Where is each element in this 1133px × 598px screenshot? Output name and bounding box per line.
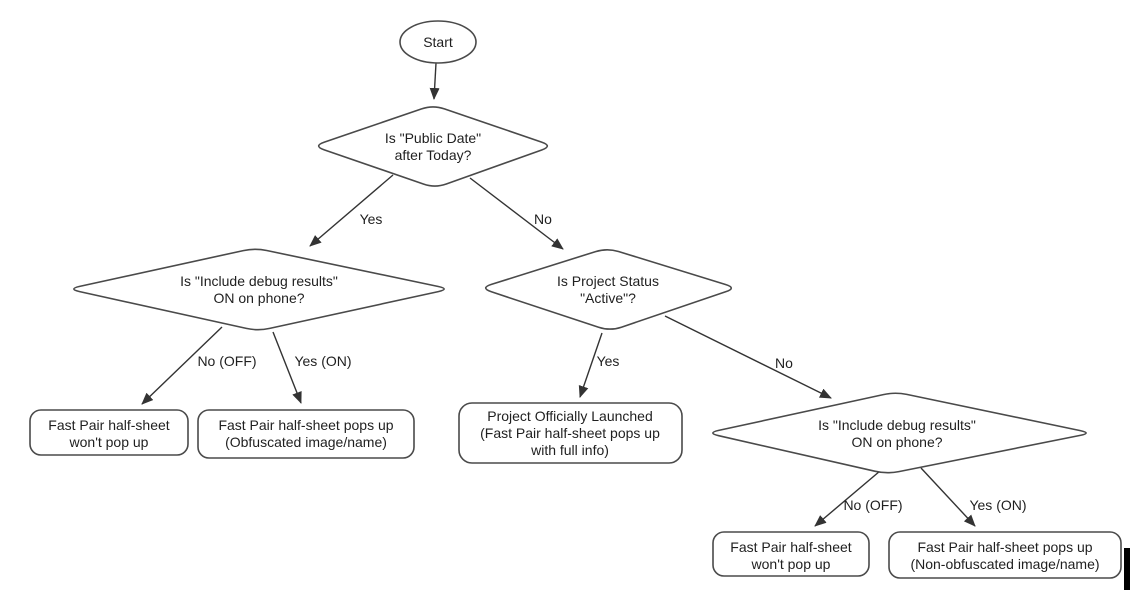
decision-debug-right-line1: Is "Include debug results" [818,417,976,433]
decision-public-date: Is "Public Date" after Today? [317,106,549,187]
edge-debug-right-yes [920,467,976,527]
edge-project-status-yes [578,332,603,398]
result-launched-line3: with full info) [530,442,609,458]
edge-debug-right-no [814,470,881,527]
result-obfuscated: Fast Pair half-sheet pops up (Obfuscated… [197,409,415,459]
result-no-popup-left: Fast Pair half-sheet won't pop up [29,409,189,456]
start-label: Start [423,34,453,50]
edges [141,62,976,527]
edge-public-date-yes [309,174,394,247]
result-launched-line1: Project Officially Launched [487,408,653,424]
decision-debug-left-line2: ON on phone? [213,290,304,306]
result-no-popup-left-line2: won't pop up [69,434,149,450]
edge-labels: Yes No No (OFF) Yes (ON) Yes No No (OFF)… [197,211,1026,513]
decision-project-status-diamond [484,248,733,330]
edge-debug-left-no [141,326,223,405]
edge-label-project-status-yes: Yes [597,353,620,369]
edge-label-debug-right-no: No (OFF) [843,497,902,513]
result-obfuscated-line1: Fast Pair half-sheet pops up [218,417,393,433]
decision-debug-left-line1: Is "Include debug results" [180,273,338,289]
decision-project-status: Is Project Status "Active"? [484,248,733,330]
edge-label-debug-right-yes: Yes (ON) [969,497,1026,513]
decision-public-date-diamond [317,106,549,187]
edge-project-status-no [664,315,832,399]
decision-project-status-line1: Is Project Status [557,273,659,289]
text-cursor-artifact [1124,548,1130,590]
result-obfuscated-line2: (Obfuscated image/name) [225,434,387,450]
edge-start-to-public-date [429,62,440,100]
edge-label-public-date-no: No [534,211,552,227]
start-ellipse [399,20,477,64]
edge-label-debug-left-no: No (OFF) [197,353,256,369]
result-obfuscated-box [197,409,415,459]
result-non-obfuscated: Fast Pair half-sheet pops up (Non-obfusc… [888,531,1122,579]
decision-debug-right-diamond [712,392,1087,474]
decision-project-status-line2: "Active"? [580,290,636,306]
start-node: Start [399,20,477,64]
result-no-popup-left-line1: Fast Pair half-sheet [48,417,169,433]
result-launched: Project Officially Launched (Fast Pair h… [458,402,683,464]
result-non-obfuscated-box [888,531,1122,579]
result-no-popup-right-line1: Fast Pair half-sheet [730,539,851,555]
result-launched-line2: (Fast Pair half-sheet pops up [480,425,660,441]
decision-debug-left: Is "Include debug results" ON on phone? [73,248,445,331]
edge-label-project-status-no: No [775,355,793,371]
decision-debug-right: Is "Include debug results" ON on phone? [712,392,1087,474]
decision-debug-right-line2: ON on phone? [851,434,942,450]
result-non-obfuscated-line2: (Non-obfuscated image/name) [910,556,1099,572]
decision-debug-left-diamond [73,248,445,331]
edge-debug-left-yes [272,331,302,404]
result-no-popup-right-box [712,531,870,577]
edge-label-debug-left-yes: Yes (ON) [294,353,351,369]
result-launched-box [458,402,683,464]
result-non-obfuscated-line1: Fast Pair half-sheet pops up [917,539,1092,555]
result-no-popup-left-box [29,409,189,456]
result-no-popup-right: Fast Pair half-sheet won't pop up [712,531,870,577]
edge-label-public-date-yes: Yes [360,211,383,227]
edge-public-date-no [469,177,564,250]
decision-public-date-line1: Is "Public Date" [385,130,481,146]
result-no-popup-right-line2: won't pop up [751,556,831,572]
decision-public-date-line2: after Today? [395,147,472,163]
